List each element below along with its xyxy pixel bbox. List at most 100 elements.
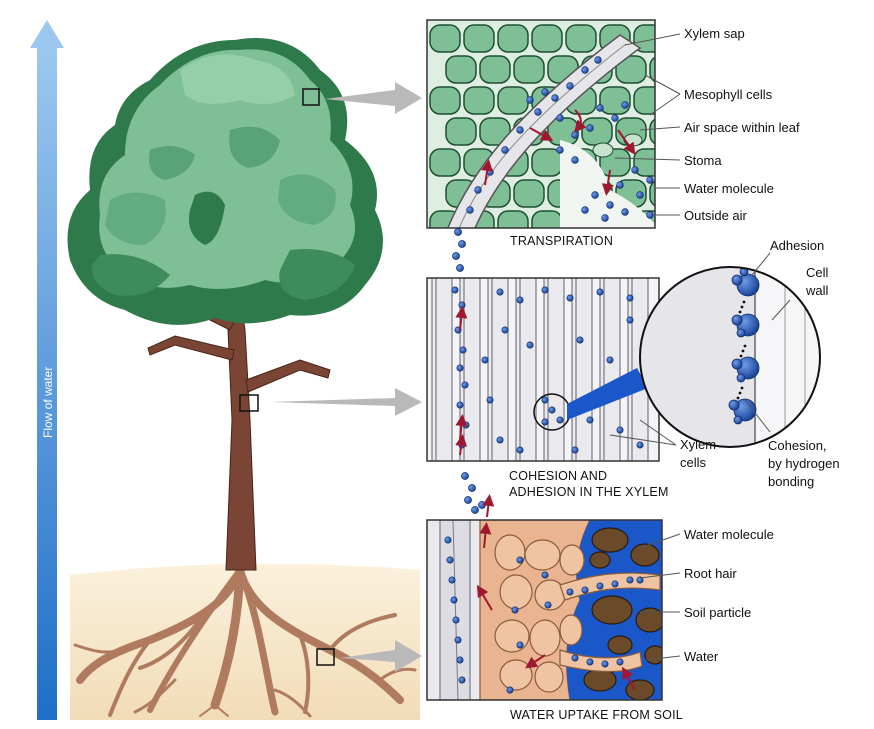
label-cell-wall-2: wall bbox=[806, 283, 828, 298]
xylem-vessel bbox=[600, 272, 620, 472]
water-molecule bbox=[597, 105, 604, 112]
root-cell bbox=[500, 660, 532, 690]
mesophyll-cell bbox=[514, 180, 544, 207]
water-molecule bbox=[557, 147, 564, 154]
water-molecule bbox=[637, 442, 643, 448]
flow-of-water-label: Flow of water bbox=[37, 300, 57, 440]
mesophyll-cell bbox=[600, 87, 630, 114]
water-molecule bbox=[552, 95, 559, 102]
water-molecule bbox=[582, 67, 589, 74]
water-molecule bbox=[572, 157, 579, 164]
water-molecule bbox=[545, 602, 551, 608]
water-molecule bbox=[517, 127, 524, 134]
root-cell bbox=[560, 615, 582, 645]
root-cell bbox=[530, 620, 560, 656]
soil-panel bbox=[427, 520, 680, 700]
water-molecule bbox=[527, 97, 534, 104]
water-molecule bbox=[457, 402, 463, 408]
mesophyll-cell bbox=[532, 25, 562, 52]
water-molecule bbox=[459, 302, 465, 308]
soil-particle bbox=[631, 544, 659, 566]
mesophyll-cell bbox=[430, 149, 460, 176]
water-molecule bbox=[517, 642, 523, 648]
water-molecule bbox=[602, 215, 609, 222]
water-molecule bbox=[517, 557, 523, 563]
water-molecule bbox=[460, 347, 466, 353]
mesophyll-cell bbox=[582, 118, 612, 145]
root-cell bbox=[500, 575, 532, 609]
mesophyll-cell bbox=[430, 25, 460, 52]
water-molecule bbox=[567, 295, 573, 301]
water-molecule bbox=[447, 557, 453, 563]
label-air-space: Air space within leaf bbox=[684, 120, 800, 135]
water-molecule bbox=[617, 659, 623, 665]
label-xylem-sap: Xylem sap bbox=[684, 26, 745, 41]
water-molecule bbox=[497, 437, 503, 443]
water-molecule bbox=[587, 659, 593, 665]
mesophyll-cell bbox=[514, 56, 544, 83]
water-molecule bbox=[451, 597, 457, 603]
water-molecule bbox=[622, 209, 629, 216]
water-molecule bbox=[497, 289, 503, 295]
water-molecule bbox=[627, 295, 633, 301]
water-molecule bbox=[542, 397, 548, 403]
water-molecule bbox=[458, 240, 465, 247]
water-molecule bbox=[612, 581, 618, 587]
water-molecule bbox=[582, 587, 588, 593]
water-molecule bbox=[647, 212, 654, 219]
mesophyll-cell bbox=[480, 56, 510, 83]
label-xylem-cells-1: Xylem bbox=[680, 437, 716, 452]
water-molecule bbox=[567, 589, 573, 595]
root-cell bbox=[495, 535, 525, 570]
water-molecule bbox=[468, 484, 475, 491]
water-molecule bbox=[557, 417, 563, 423]
water-molecule bbox=[457, 365, 463, 371]
water-molecule bbox=[445, 537, 451, 543]
water-molecule bbox=[572, 447, 578, 453]
caption-xylem-2: ADHESION IN THE XYLEM bbox=[509, 485, 669, 500]
water-molecule bbox=[632, 167, 639, 174]
label-cell-wall-1: Cell bbox=[806, 265, 828, 280]
water-molecule bbox=[457, 657, 463, 663]
mesophyll-cell bbox=[446, 56, 476, 83]
water-molecule bbox=[542, 419, 548, 425]
water-molecule bbox=[542, 287, 548, 293]
water-molecule bbox=[602, 661, 608, 667]
water-molecule bbox=[455, 637, 461, 643]
water-molecule bbox=[597, 583, 603, 589]
water-molecule bbox=[617, 427, 623, 433]
water-molecule bbox=[627, 317, 633, 323]
soil-particle bbox=[592, 528, 628, 552]
water-molecule bbox=[452, 252, 459, 259]
water-molecule bbox=[456, 264, 463, 271]
water-molecule bbox=[517, 447, 523, 453]
water-molecule bbox=[597, 289, 603, 295]
water-molecule bbox=[612, 115, 619, 122]
mesophyll-cell bbox=[498, 87, 528, 114]
transpiration-panel bbox=[427, 20, 680, 240]
label-adhesion: Adhesion bbox=[770, 238, 824, 253]
label-cohesion-3: bonding bbox=[768, 474, 814, 489]
root-cell bbox=[525, 540, 560, 570]
label-mesophyll-cells: Mesophyll cells bbox=[684, 87, 772, 102]
water-molecule bbox=[607, 202, 614, 209]
label-outside-air: Outside air bbox=[684, 208, 747, 223]
soil-particle bbox=[608, 636, 632, 654]
soil-particle bbox=[590, 552, 610, 568]
water-molecule bbox=[507, 687, 513, 693]
mesophyll-cell bbox=[498, 25, 528, 52]
water-molecule bbox=[592, 192, 599, 199]
water-molecule bbox=[475, 187, 482, 194]
tree-canopy bbox=[68, 38, 384, 325]
water-molecule bbox=[502, 327, 508, 333]
water-molecule bbox=[535, 109, 542, 116]
water-molecule bbox=[461, 472, 468, 479]
water-molecule bbox=[587, 125, 594, 132]
mesophyll-cell bbox=[566, 25, 596, 52]
mesophyll-cell bbox=[446, 118, 476, 145]
caption-transpiration: TRANSPIRATION bbox=[510, 234, 613, 249]
label-water-molecule-soil: Water molecule bbox=[684, 527, 774, 542]
water-molecule bbox=[542, 89, 549, 96]
water-molecule bbox=[464, 496, 471, 503]
